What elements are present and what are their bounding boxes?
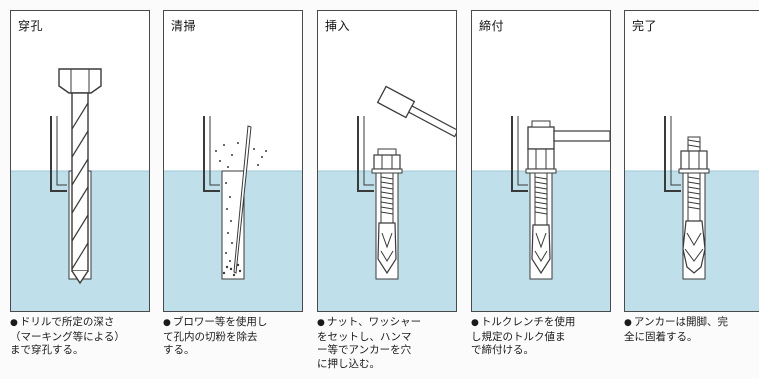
bullet-icon: ● — [317, 318, 325, 328]
step-panel-complete: 完了 — [624, 10, 759, 312]
bullet-icon: ● — [471, 318, 479, 328]
caption-text: トルクレンチを使用 し規定のトルク値ま で締付ける。 — [471, 316, 576, 356]
step-panel-cleaning: 清掃 — [163, 10, 303, 312]
caption-text: ナット、ワッシャー をセットし、ハンマ ー等でアンカーを穴 に押し込む。 — [317, 316, 422, 370]
step-caption-drilling: ●ドリルで所定の深さ （マーキング等による） まで穿孔する。 — [10, 316, 155, 358]
step-caption-tightening: ●トルクレンチを使用 し規定のトルク値ま で締付ける。 — [471, 316, 616, 358]
tightening-illustration — [472, 116, 610, 311]
caption-text: アンカーは開脚、完 全に固着する。 — [624, 316, 728, 343]
step-panel-drilling: 穿孔 — [10, 10, 150, 312]
complete-illustration — [625, 116, 759, 311]
drilling-illustration — [11, 68, 149, 311]
insertion-illustration — [318, 85, 456, 311]
caption-text: ブロワー等を使用し て孔内の切粉を除去 する。 — [163, 316, 268, 356]
step-caption-complete: ●アンカーは開脚、完 全に固着する。 — [624, 316, 759, 344]
step-caption-insertion: ●ナット、ワッシャー をセットし、ハンマ ー等でアンカーを穴 に押し込む。 — [317, 316, 462, 371]
bullet-icon: ● — [163, 318, 171, 328]
step-panel-insertion: 挿入 — [317, 10, 457, 312]
step-title: 穿孔 — [18, 19, 44, 33]
caption-text: ドリルで所定の深さ （マーキング等による） まで穿孔する。 — [10, 316, 125, 356]
step-caption-cleaning: ●ブロワー等を使用し て孔内の切粉を除去 する。 — [163, 316, 308, 358]
cleaning-illustration — [164, 116, 302, 311]
step-title: 挿入 — [325, 19, 351, 33]
step-title: 清掃 — [171, 19, 197, 33]
bullet-icon: ● — [10, 318, 18, 328]
step-panel-tightening: 締付 — [471, 10, 611, 312]
step-title: 完了 — [632, 19, 658, 33]
step-title: 締付 — [479, 19, 505, 33]
bullet-icon: ● — [624, 318, 632, 328]
